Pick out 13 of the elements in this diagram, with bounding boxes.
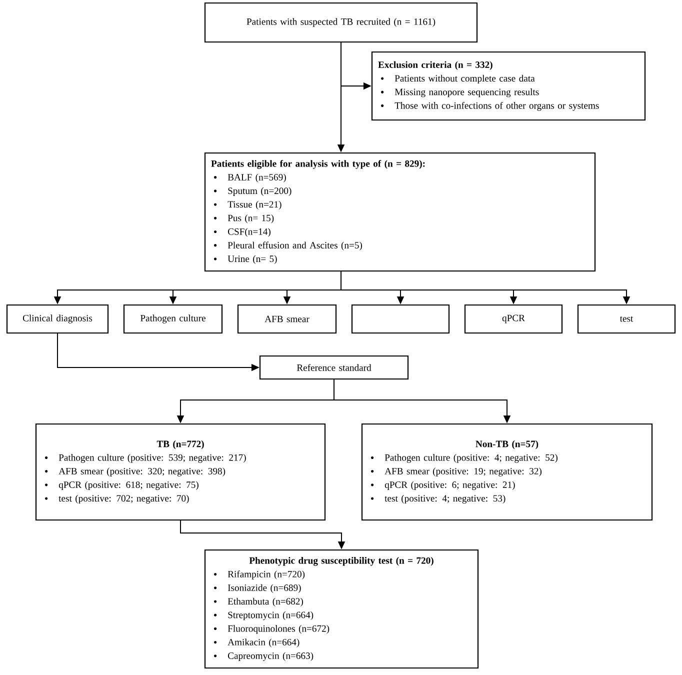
list-box: Phenotypic drug susceptibility test (n = 720) Rifampicin (n=720) Isoniazide (n=689) Ethambuta (n=682) Streptomycin (n=664) Fluoroquinolones (n=672) Amikacin (n=664) Capreomycin (n=663) [204,549,479,669]
process-box: test [577,304,676,334]
process-box: Reference standard [259,355,409,380]
list-box: TB (n=772) Pathogen culture (positive: 539; negative: 217) AFB smear (positive: 320; negative: 398) qPCR (positive: 618; negative: 75) test (positive: 702; negative: 70) [35,423,326,521]
process-box: Pathogen culture [123,304,223,334]
process-box: Patients with suspected TB recruited (n = 1161) [204,2,478,43]
list-box: Patients eligible for analysis with type of (n = 829): BALF (n=569) Sputum (n=200) Tissue (n=21) Pus (n= 15) CSF(n=14) Pleural effusion and Ascites (n=5) Urine (n= 5) [204,152,596,272]
list-box: Exclusion criteria (n = 332) Patients without complete case data Missing nanopore sequencing results Those with co-infections of other organs or systems [371,51,646,121]
method-box [351,304,450,334]
process-box: AFB smear [237,304,337,334]
process-box: qPCR [464,304,563,334]
process-box: Clinical diagnosis [6,304,109,334]
list-box: Non-TB (n=57) Pathogen culture (positive: 4; negative: 52) AFB smear (positive: 19; negative: 32) qPCR (positive: 6; negative: 21) test (positive: 4; negative: 53) [361,423,653,521]
